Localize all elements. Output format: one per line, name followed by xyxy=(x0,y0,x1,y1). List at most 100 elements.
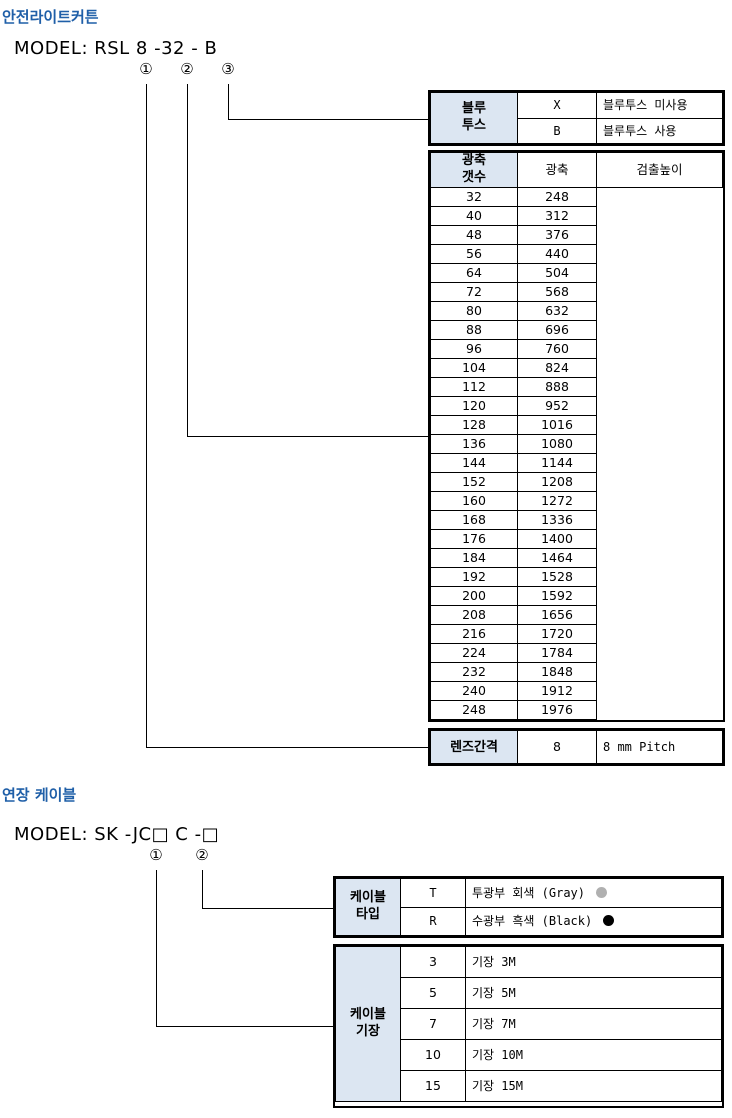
bluetooth-desc: 블루투스 미사용 xyxy=(596,92,723,119)
section1-title: 안전라이트커튼 xyxy=(2,8,99,26)
axes-col-height: 검출높이 xyxy=(596,152,723,188)
axes-height-cell: 632 xyxy=(517,300,597,321)
marker-3: ③ xyxy=(221,60,235,78)
axes-height-cell: 1784 xyxy=(517,642,597,663)
axes-col-count: 광축 xyxy=(517,152,597,188)
axes-height-cell: 1592 xyxy=(517,585,597,606)
axes-count-cell: 32 xyxy=(430,186,518,207)
axes-height-cell: 760 xyxy=(517,338,597,359)
axes-count-cell: 240 xyxy=(430,680,518,701)
cable-length-code: 7 xyxy=(400,1008,466,1040)
axes-count-cell: 192 xyxy=(430,566,518,587)
axes-count-cell: 224 xyxy=(430,642,518,663)
axes-height-cell: 696 xyxy=(517,319,597,340)
connector-1-h xyxy=(146,747,428,748)
section2-title: 연장 케이블 xyxy=(2,786,77,804)
axes-count-cell: 40 xyxy=(430,205,518,226)
axes-height-cell: 1656 xyxy=(517,604,597,625)
cable-length-desc: 기장 15M xyxy=(465,1070,722,1102)
axes-height-cell: 440 xyxy=(517,243,597,264)
bluetooth-frame xyxy=(428,90,725,146)
connector-2-h xyxy=(187,436,428,437)
axes-count-cell: 144 xyxy=(430,452,518,473)
axes-height-cell: 1400 xyxy=(517,528,597,549)
cable-type-desc-text: 수광부 흑색 (Black) xyxy=(472,914,593,929)
axes-height-cell: 376 xyxy=(517,224,597,245)
axes-height-cell: 568 xyxy=(517,281,597,302)
section2-model-code: MODEL: SK -JC□ C -□ xyxy=(14,824,220,845)
cable-length-code: 15 xyxy=(400,1070,466,1102)
lens-desc: 8 mm Pitch xyxy=(596,730,723,764)
axes-height-cell: 1016 xyxy=(517,414,597,435)
axes-count-cell: 64 xyxy=(430,262,518,283)
cable-type-code: R xyxy=(400,906,466,936)
cable-length-desc: 기장 10M xyxy=(465,1039,722,1071)
axes-count-cell: 176 xyxy=(430,528,518,549)
axes-height-cell: 312 xyxy=(517,205,597,226)
axes-count-cell: 184 xyxy=(430,547,518,568)
bluetooth-table: 블루 투스 X 블루투스 미사용 B 블루투스 사용 xyxy=(430,92,723,144)
axes-height-cell: 1272 xyxy=(517,490,597,511)
axes-height-cell: 888 xyxy=(517,376,597,397)
cable-type-code: T xyxy=(400,878,466,908)
axes-count-cell: 56 xyxy=(430,243,518,264)
bluetooth-desc: 블루투스 사용 xyxy=(596,117,723,144)
cable-connector-1-h xyxy=(156,1026,333,1027)
marker-1: ① xyxy=(139,60,153,78)
bluetooth-code: X xyxy=(517,92,597,119)
cable-length-frame xyxy=(333,944,724,1108)
black-dot-icon xyxy=(603,915,615,927)
axes-height-cell: 824 xyxy=(517,357,597,378)
lens-header: 렌즈간격 xyxy=(430,730,518,764)
cable-type-table: 케이블 타입 T 투광부 회색 (Gray) R 수광부 흑색 (Black) xyxy=(335,878,722,936)
axes-height-cell: 952 xyxy=(517,395,597,416)
axes-height-cell: 1464 xyxy=(517,547,597,568)
marker-2: ② xyxy=(180,60,194,78)
axes-height-cell: 1208 xyxy=(517,471,597,492)
axes-height-cell: 1336 xyxy=(517,509,597,530)
lens-code: 8 xyxy=(517,730,597,764)
connector-1 xyxy=(146,84,147,747)
cable-type-header-line2: 타입 xyxy=(356,907,380,922)
axes-count-cell: 200 xyxy=(430,585,518,606)
lens-table: 렌즈간격 8 8 mm Pitch xyxy=(430,730,723,764)
axes-count-cell: 152 xyxy=(430,471,518,492)
cable-connector-2 xyxy=(202,870,203,908)
axes-count-cell: 72 xyxy=(430,281,518,302)
cable-type-desc: 투광부 회색 (Gray) xyxy=(465,878,722,908)
axes-height-cell: 1976 xyxy=(517,699,597,720)
cable-length-code: 5 xyxy=(400,977,466,1009)
lens-frame xyxy=(428,728,725,766)
axes-height-cell: 1080 xyxy=(517,433,597,454)
cable-length-desc: 기장 5M xyxy=(465,977,722,1009)
axes-header-line2: 갯수 xyxy=(462,169,486,185)
cable-type-header: 케이블 타입 xyxy=(335,878,401,936)
axes-count-cell: 112 xyxy=(430,376,518,397)
axes-height-cell: 248 xyxy=(517,186,597,207)
